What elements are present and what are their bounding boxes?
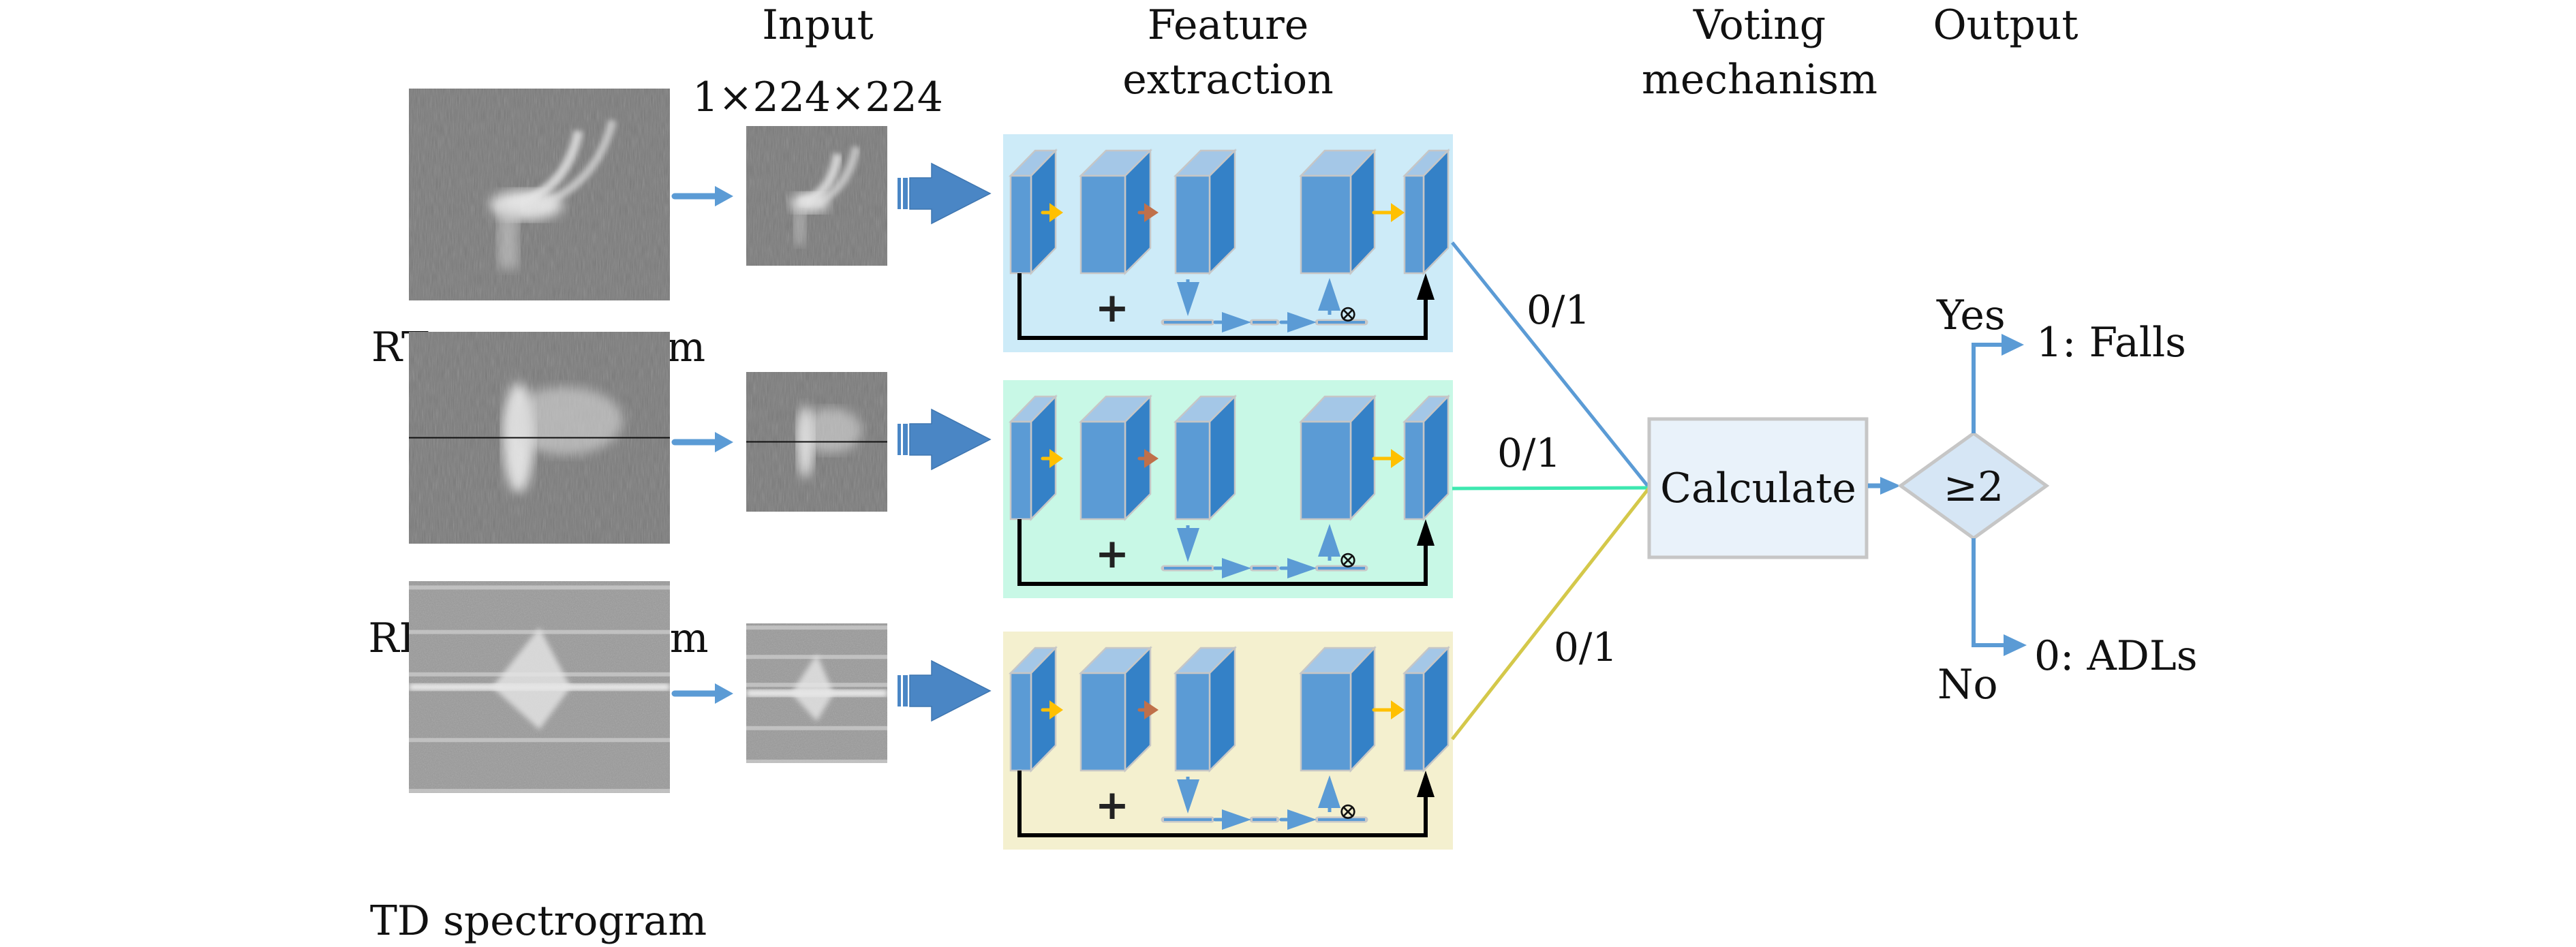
- calculate-label: Calculate: [1660, 465, 1856, 512]
- resize-arrow: [671, 432, 733, 452]
- input-to-network-arrow: [898, 162, 992, 225]
- feature-extraction-panel-rt: ⊗+: [1003, 134, 1453, 352]
- spectrogram-td: [409, 581, 670, 793]
- attention-arrow-1: [1213, 312, 1251, 332]
- conv-block-2: [1078, 148, 1153, 276]
- spectrogram-rt: [409, 89, 670, 300]
- conv-block-3: [1173, 394, 1238, 522]
- no-result-adls: 0: ADLs: [2034, 632, 2198, 680]
- attention-arrow-2: [1279, 809, 1317, 830]
- input-to-network-arrow: [898, 659, 992, 722]
- attention-arrow-1: [1213, 809, 1251, 830]
- header-feature-extraction-line2: extraction: [1122, 56, 1334, 104]
- vote-label-td: 0/1: [1554, 624, 1617, 670]
- threshold-diamond: [1897, 431, 2050, 541]
- conv-block-5: [1402, 394, 1450, 522]
- output-section: Yes 1: Falls No 0: ADLs: [1936, 292, 2198, 709]
- header-voting-line1: Voting: [1693, 1, 1826, 49]
- conv-block-2: [1078, 645, 1153, 773]
- spectrogram-label-td: TD spectrogram: [370, 897, 707, 945]
- voting-mechanism: Calculate ≥2: [1647, 417, 2050, 559]
- branches: RT spectrogram⊗+0/1RD spectrogram⊗+0/1TD…: [368, 89, 1651, 945]
- attention-branch: ⊗: [1161, 524, 1368, 578]
- feature-extraction-panel-td: ⊗+: [1003, 632, 1453, 850]
- input-image-td: [746, 623, 887, 763]
- down-arrow-icon: [1177, 282, 1199, 316]
- yellow-arrow-1: [1041, 449, 1063, 468]
- up-arrow-icon: [1318, 278, 1340, 311]
- input-to-network-arrow: [898, 408, 992, 471]
- down-arrow-icon: [1177, 528, 1199, 562]
- attention-arrow-2: [1279, 558, 1317, 578]
- add-icon: +: [1095, 530, 1129, 578]
- add-icon: +: [1095, 781, 1129, 829]
- yes-label: Yes: [1936, 292, 2006, 339]
- vote-line-rt: [1451, 241, 1651, 489]
- attention-arrow-2: [1279, 312, 1317, 332]
- brown-arrow: [1137, 203, 1159, 222]
- up-arrow-icon: [1318, 524, 1340, 557]
- up-arrow-icon: [1318, 775, 1340, 808]
- calculate-box: [1647, 417, 1869, 559]
- brown-arrow: [1137, 449, 1159, 468]
- attention-branch: ⊗: [1161, 775, 1368, 830]
- yes-branch-arrow: [1972, 334, 2024, 433]
- header-input: Input: [762, 1, 874, 49]
- threshold-label: ≥2: [1944, 463, 2004, 511]
- calculate-to-threshold-arrow: [1868, 477, 1901, 495]
- skip-connection: [1017, 273, 1435, 340]
- yellow-arrow-1: [1041, 203, 1063, 222]
- yellow-arrow-1: [1041, 700, 1063, 719]
- vote-label-rd: 0/1: [1497, 430, 1561, 476]
- no-branch-arrow: [1972, 538, 2027, 656]
- vote-label-rt: 0/1: [1527, 287, 1590, 333]
- resize-arrow: [671, 186, 733, 206]
- no-label: No: [1937, 661, 1998, 709]
- yes-result-falls: 1: Falls: [2036, 319, 2186, 367]
- resize-arrow: [671, 683, 733, 704]
- conv-block-5: [1402, 148, 1450, 276]
- add-icon: +: [1095, 284, 1129, 332]
- header-voting-line2: mechanism: [1642, 56, 1877, 104]
- header-output: Output: [1933, 1, 2078, 49]
- conv-block-4: [1299, 148, 1377, 276]
- multiply-icon: ⊗: [1338, 798, 1358, 825]
- vote-line-td: [1451, 486, 1651, 741]
- input-image-rt: [746, 126, 887, 266]
- input-image-rd: [746, 372, 887, 512]
- column-headers: Input 1×224×224 Feature extraction Votin…: [692, 1, 2078, 121]
- conv-block-4: [1299, 394, 1377, 522]
- feature-extraction-panel-rd: ⊗+: [1003, 380, 1453, 598]
- brown-arrow: [1137, 700, 1159, 719]
- header-input-dims: 1×224×224: [692, 74, 943, 121]
- attention-branch: ⊗: [1161, 278, 1368, 332]
- conv-block-3: [1173, 148, 1238, 276]
- skip-connection: [1017, 771, 1435, 837]
- spectrogram-rd: [409, 332, 670, 544]
- branch-td: TD spectrogram⊗+0/1: [370, 486, 1651, 945]
- yellow-arrow-2: [1372, 700, 1405, 719]
- down-arrow-icon: [1177, 779, 1199, 813]
- yellow-arrow-2: [1372, 203, 1405, 222]
- header-feature-extraction-line1: Feature: [1148, 1, 1309, 49]
- conv-block-4: [1299, 645, 1377, 773]
- attention-arrow-1: [1213, 558, 1251, 578]
- multiply-icon: ⊗: [1338, 546, 1358, 574]
- conv-block-3: [1173, 645, 1238, 773]
- conv-block-5: [1402, 645, 1450, 773]
- conv-block-2: [1078, 394, 1153, 522]
- multiply-icon: ⊗: [1338, 300, 1358, 328]
- yellow-arrow-2: [1372, 449, 1405, 468]
- skip-connection: [1017, 519, 1435, 586]
